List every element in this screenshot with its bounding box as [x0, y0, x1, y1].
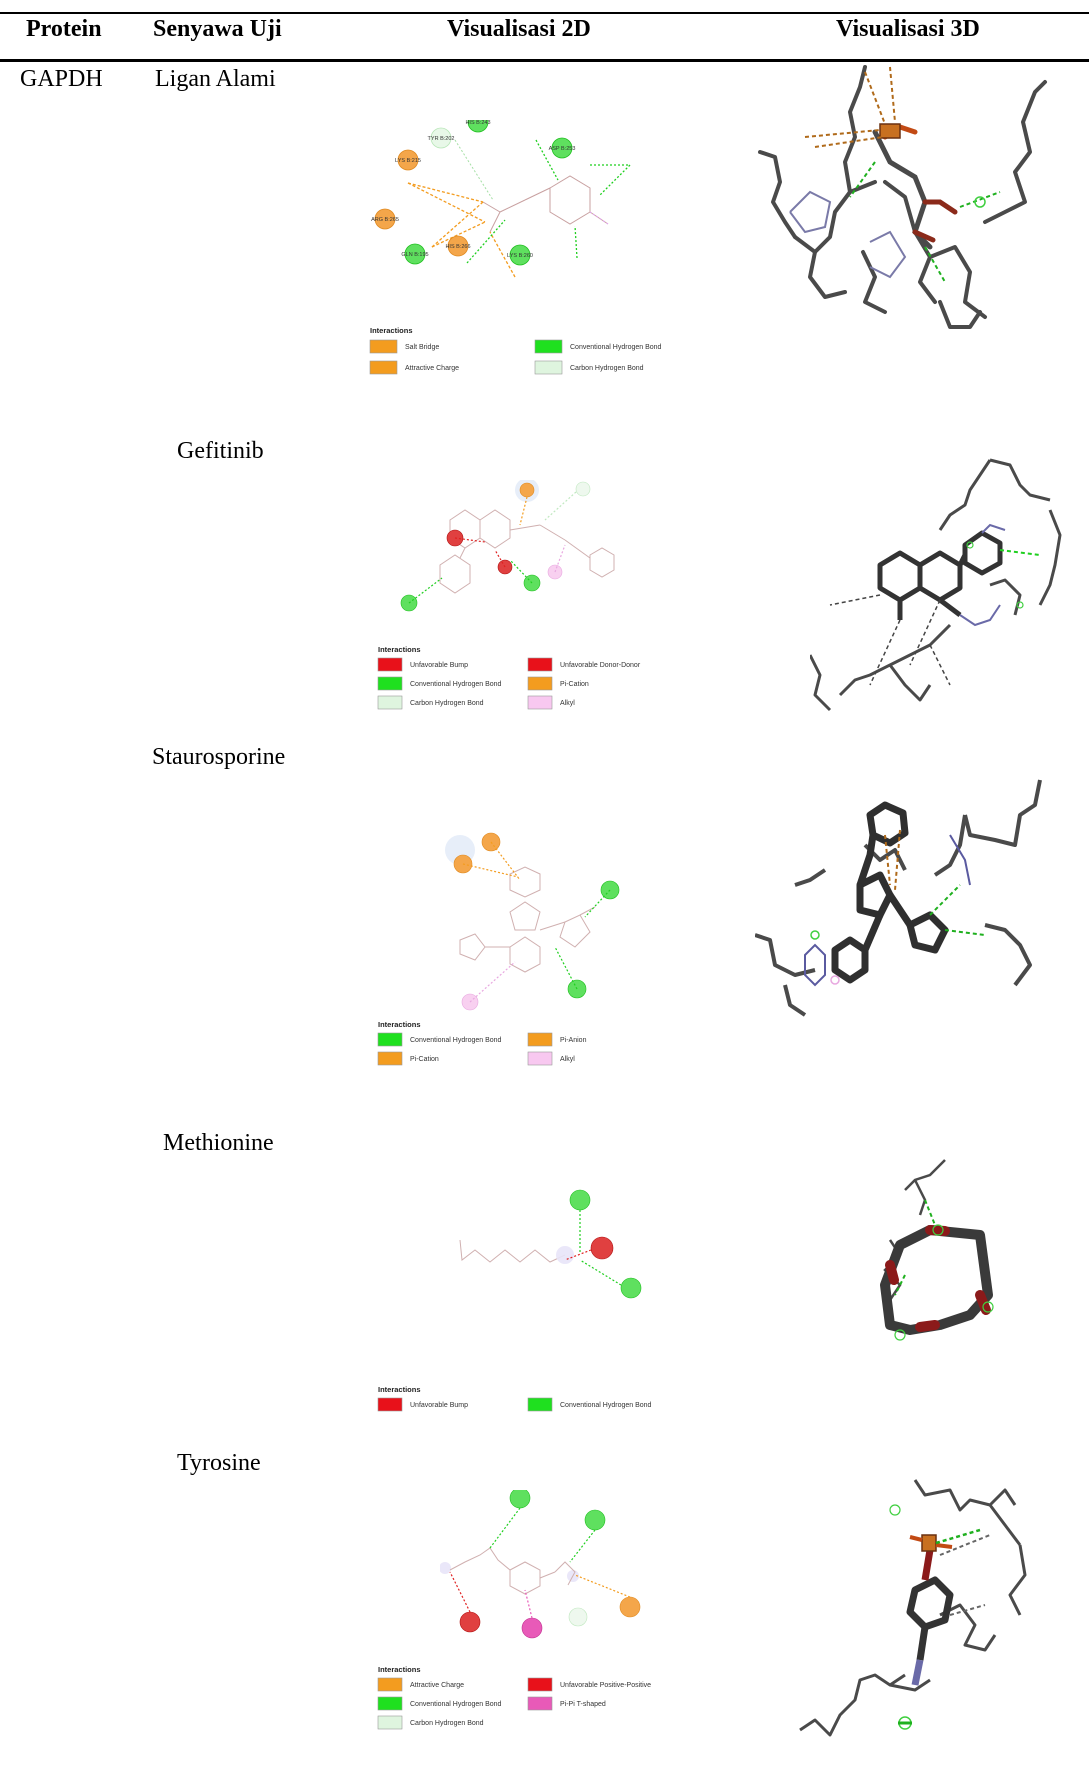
legend-carbon-hbond: Carbon Hydrogen Bond	[410, 1720, 484, 1727]
legend-carbon-hbond: Carbon Hydrogen Bond	[570, 365, 644, 372]
methionine-2d-diagram	[459, 1189, 642, 1299]
tyrosine-2d-diagram	[440, 1490, 641, 1639]
legend-title: Interactions	[370, 326, 413, 335]
legend-conventional-hbond: Conventional Hydrogen Bond	[560, 1402, 652, 1409]
legend-attractive-charge: Attractive Charge	[405, 365, 459, 372]
legend-conventional-hbond: Conventional Hydrogen Bond	[410, 681, 502, 688]
header-protein: Protein	[26, 16, 102, 42]
legend-unfavorable-positive-positive: Unfavorable Positive-Positive	[560, 1682, 651, 1689]
legend-attractive-charge: Attractive Charge	[410, 1682, 464, 1689]
methionine-legend: Interactions Unfavorable Bump Convention…	[377, 1385, 652, 1412]
compound-methionine: Methionine	[163, 1130, 274, 1156]
compound-gefitinib: Gefitinib	[177, 438, 264, 464]
legend-pi-cation: Pi-Cation	[560, 681, 589, 688]
ligan-alami-legend: Interactions Salt Bridge Conventional Hy…	[369, 326, 662, 375]
residue-label: GLN B:195	[401, 252, 428, 258]
residue-label: ASP B:253	[549, 146, 576, 152]
compound-staurosporine: Staurosporine	[152, 744, 286, 770]
ligan-alami-2d-diagram: LYS B:215 TYR B:202 HIS B:243 ASP B:253 …	[371, 120, 631, 278]
header-compound: Senyawa Uji	[153, 16, 282, 42]
tyrosine-3d-structure	[799, 1479, 1027, 1737]
residue-label: HIS B:266	[445, 244, 470, 250]
legend-conventional-hbond: Conventional Hydrogen Bond	[570, 344, 662, 351]
header-rule	[0, 59, 1089, 62]
header-3d: Visualisasi 3D	[836, 16, 980, 42]
legend-title: Interactions	[378, 1385, 421, 1394]
residue-label: TYR B:202	[428, 136, 455, 142]
legend-title: Interactions	[378, 645, 421, 654]
header-2d: Visualisasi 2D	[447, 16, 591, 42]
residue-label: LYS B:215	[395, 158, 421, 164]
compound-tyrosine: Tyrosine	[177, 1450, 261, 1476]
staurosporine-3d-structure	[755, 779, 1042, 1017]
legend-unfavorable-bump: Unfavorable Bump	[410, 662, 468, 669]
legend-pi-pi-t-shaped: Pi-Pi T-shaped	[560, 1701, 606, 1708]
residue-label: LYS B:260	[507, 253, 533, 259]
methionine-3d-structure	[880, 1159, 994, 1341]
residue-label: ARG B:265	[371, 217, 399, 223]
staurosporine-legend: Interactions Conventional Hydrogen Bond …	[377, 1020, 587, 1066]
gefitinib-legend: Interactions Unfavorable Bump Unfavorabl…	[377, 645, 641, 710]
legend-carbon-hbond: Carbon Hydrogen Bond	[410, 700, 484, 707]
gefitinib-3d-structure	[810, 458, 1062, 712]
residue-label: HIS B:243	[465, 120, 490, 126]
legend-unfavorable-donor-donor: Unfavorable Donor-Donor	[560, 662, 641, 669]
legend-conventional-hbond: Conventional Hydrogen Bond	[410, 1701, 502, 1708]
gefitinib-2d-diagram	[400, 480, 615, 612]
legend-title: Interactions	[378, 1665, 421, 1674]
legend-title: Interactions	[378, 1020, 421, 1029]
top-rule	[0, 12, 1089, 14]
legend-alkyl: Alkyl	[560, 700, 575, 707]
protein-name: GAPDH	[20, 66, 103, 92]
legend-unfavorable-bump: Unfavorable Bump	[410, 1402, 468, 1409]
legend-pi-anion: Pi-Anion	[560, 1037, 587, 1044]
legend-alkyl: Alkyl	[560, 1056, 575, 1063]
legend-pi-cation: Pi-Cation	[410, 1056, 439, 1063]
compound-ligan-alami: Ligan Alami	[155, 66, 276, 92]
legend-conventional-hbond: Conventional Hydrogen Bond	[410, 1037, 502, 1044]
staurosporine-2d-diagram	[445, 832, 620, 1011]
legend-salt-bridge: Salt Bridge	[405, 344, 439, 351]
tyrosine-legend: Interactions Attractive Charge Unfavorab…	[377, 1665, 651, 1730]
ligan-alami-3d-structure	[758, 65, 1047, 329]
